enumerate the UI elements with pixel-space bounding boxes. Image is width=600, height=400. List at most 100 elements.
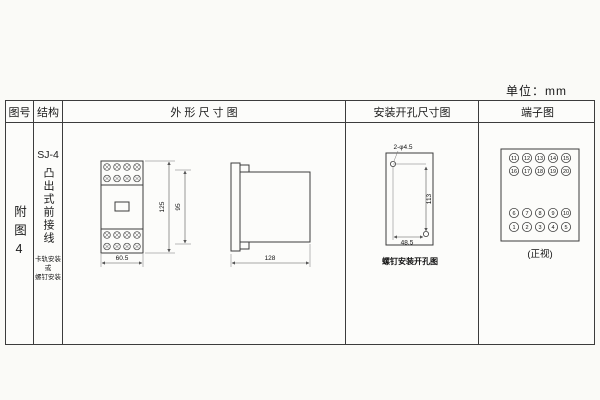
terminal-circle bbox=[535, 152, 546, 163]
screw-icon bbox=[103, 174, 111, 183]
terminal-number: 17 bbox=[524, 169, 530, 175]
terminal-number: 15 bbox=[563, 156, 569, 162]
side-view bbox=[230, 162, 311, 252]
terminal-circle bbox=[522, 166, 533, 177]
fig-no-text: 附图4 bbox=[12, 205, 26, 262]
header-terminal: 端子图 bbox=[521, 106, 554, 119]
mounting-drawing: 2-φ4.5 113 48.5 螺钉安装开孔图 bbox=[382, 144, 438, 266]
terminal-caption: (正视) bbox=[527, 248, 552, 260]
terminal-number: 16 bbox=[511, 169, 517, 175]
terminal-circle bbox=[535, 208, 546, 219]
dim-depth: 128 bbox=[230, 244, 311, 267]
terminal-circle bbox=[548, 166, 559, 177]
screw-icon bbox=[113, 231, 121, 239]
terminal-number: 2 bbox=[525, 225, 528, 231]
terminal-number: 6 bbox=[512, 211, 515, 217]
mounting-hole-bottom-icon bbox=[423, 231, 430, 238]
terminal-circle bbox=[508, 208, 519, 219]
outline-cell: 60.5 125 95 bbox=[63, 123, 346, 344]
screw-icon bbox=[103, 242, 111, 251]
mount-note-line-1: 卡轨安装 bbox=[35, 256, 61, 263]
mounting-plate-outline bbox=[385, 152, 434, 246]
terminal-outline bbox=[500, 148, 580, 242]
screw-icon bbox=[123, 231, 131, 239]
dim-inner-label: 95 bbox=[175, 203, 182, 211]
terminal-number: 11 bbox=[511, 156, 517, 162]
terminal-circle bbox=[508, 222, 519, 233]
dim-horizontal-label: 48.5 bbox=[401, 240, 414, 247]
terminal-number: 18 bbox=[537, 169, 543, 175]
fig-no-cell: 附图4 bbox=[6, 123, 34, 344]
screw-icon bbox=[103, 231, 111, 239]
table-body-row: 附图4 SJ-4 凸出式前接线 卡轨安装 或 螺钉安装 bbox=[6, 123, 594, 344]
terminal-number: 12 bbox=[524, 156, 530, 162]
screw-icon bbox=[123, 242, 131, 251]
header-structure: 结构 bbox=[34, 101, 63, 122]
screw-icon bbox=[103, 163, 111, 171]
screw-icon bbox=[123, 163, 131, 171]
terminal-circle bbox=[548, 222, 559, 233]
terminal-number: 20 bbox=[563, 169, 569, 175]
hole-size-label: 2-φ4.5 bbox=[393, 144, 412, 151]
terminal-circle bbox=[522, 208, 533, 219]
nameplate bbox=[114, 201, 130, 212]
structure-type: 凸出式前接线 bbox=[42, 167, 54, 245]
terminal-number: 14 bbox=[550, 156, 556, 162]
header-fig-no: 图号 bbox=[6, 101, 34, 122]
terminal-circle bbox=[548, 152, 559, 163]
terminal-number: 19 bbox=[550, 169, 556, 175]
header-mounting: 安装开孔尺寸图 bbox=[346, 101, 479, 122]
terminal-circle bbox=[508, 166, 519, 177]
screw-icon bbox=[123, 174, 131, 183]
mount-note-line-3: 螺钉安装 bbox=[35, 274, 61, 281]
screw-icon bbox=[133, 163, 141, 171]
terminal-number: 5 bbox=[564, 225, 567, 231]
terminal-number: 13 bbox=[537, 156, 543, 162]
mount-note-line-2: 或 bbox=[44, 265, 52, 272]
screw-icon bbox=[133, 242, 141, 251]
terminal-circle bbox=[522, 152, 533, 163]
terminal-circle bbox=[561, 222, 572, 233]
terminal-number: 4 bbox=[551, 225, 554, 231]
front-view bbox=[100, 160, 144, 254]
spec-table: 图号 结构 外 形 尺 寸 图 安装开孔尺寸图 端子图 附图4 SJ-4 凸出式… bbox=[5, 100, 595, 345]
screw-icon bbox=[133, 231, 141, 239]
table-header-row: 图号 结构 外 形 尺 寸 图 安装开孔尺寸图 端子图 bbox=[6, 101, 594, 123]
terminal-circle bbox=[508, 152, 519, 163]
terminal-number: 1 bbox=[512, 225, 515, 231]
terminal-number: 8 bbox=[538, 211, 541, 217]
terminal-circle bbox=[561, 152, 572, 163]
terminal-circle bbox=[561, 208, 572, 219]
screw-icon bbox=[113, 163, 121, 171]
mounting-caption: 螺钉安装开孔图 bbox=[382, 256, 438, 266]
mounting-cell: 2-φ4.5 113 48.5 螺钉安装开孔图 bbox=[346, 123, 479, 344]
outline-drawing: 60.5 125 95 bbox=[100, 160, 311, 267]
terminal-circle bbox=[561, 166, 572, 177]
screw-icon bbox=[113, 242, 121, 251]
screw-icon bbox=[113, 174, 121, 183]
mount-note: 卡轨安装 或 螺钉安装 bbox=[35, 255, 61, 282]
terminal-circle bbox=[548, 208, 559, 219]
screw-icon bbox=[133, 174, 141, 183]
front-screws bbox=[103, 163, 141, 251]
terminal-circle bbox=[522, 222, 533, 233]
terminal-circle bbox=[535, 222, 546, 233]
structure-model: SJ-4 bbox=[37, 149, 59, 161]
dim-depth-label: 128 bbox=[265, 255, 276, 262]
terminal-circle bbox=[535, 166, 546, 177]
header-outline: 外 形 尺 寸 图 bbox=[63, 101, 346, 122]
dim-width: 60.5 bbox=[100, 254, 144, 267]
structure-cell: SJ-4 凸出式前接线 卡轨安装 或 螺钉安装 bbox=[34, 123, 63, 344]
dim-height-label: 125 bbox=[159, 201, 166, 212]
dim-vertical-label: 113 bbox=[426, 193, 433, 204]
dim-width-label: 60.5 bbox=[116, 255, 129, 262]
terminal-number: 10 bbox=[563, 211, 569, 217]
terminal-number: 7 bbox=[525, 211, 528, 217]
unit-label: 单位：mm bbox=[506, 84, 567, 98]
terminal-number: 3 bbox=[538, 225, 541, 231]
terminal-number: 9 bbox=[551, 211, 554, 217]
dim-height: 125 95 bbox=[145, 160, 191, 254]
